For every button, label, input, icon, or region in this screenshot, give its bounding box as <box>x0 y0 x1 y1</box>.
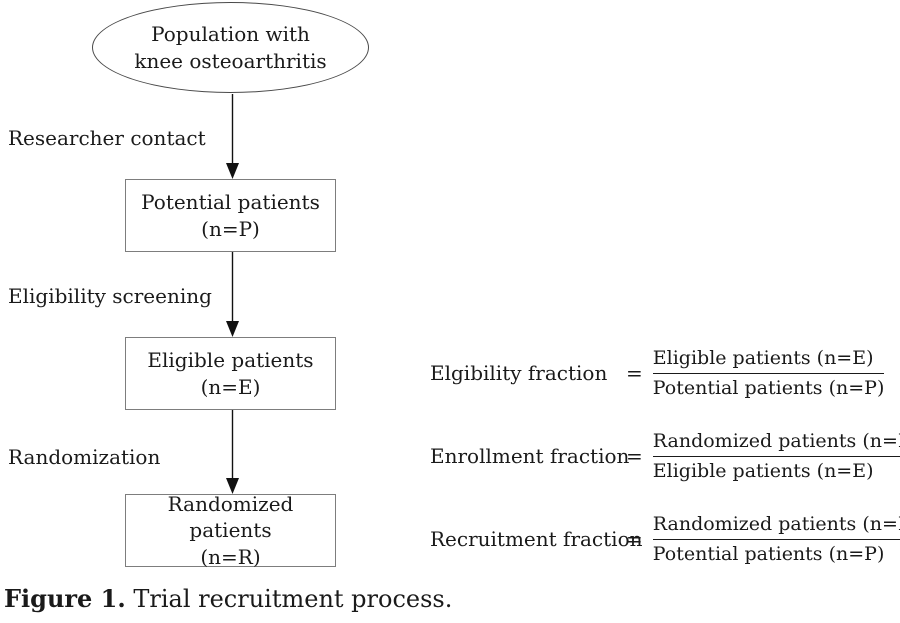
fraction-numerator: Eligible patients (n=E) <box>652 347 874 369</box>
equation-enrollment-fraction: Enrollment fraction = Randomized patient… <box>430 429 900 483</box>
figure-caption: Figure 1. Trial recruitment process. <box>4 584 452 613</box>
node-randomized-patients: Randomized patients (n=R) <box>125 491 336 569</box>
node-potential-patients-line1: Potential patients <box>141 190 320 215</box>
equals-sign: = <box>626 527 643 552</box>
equation-recruitment-fraction: Recruitment fraction = Randomized patien… <box>430 512 900 566</box>
node-potential-patients: Potential patients (n=P) <box>125 179 336 252</box>
fraction-numerator: Randomized patients (n=R) <box>652 513 900 535</box>
down-arrowhead-icon <box>226 163 239 179</box>
down-arrowhead-icon <box>226 478 239 494</box>
fraction-denominator: Eligible patients (n=E) <box>652 459 874 482</box>
fraction-denominator: Potential patients (n=P) <box>652 542 885 565</box>
edge-label-researcher-contact: Researcher contact <box>8 126 206 150</box>
equation-eligibility-fraction: Elgibility fraction = Eligible patients … <box>430 346 885 400</box>
fraction-bar <box>652 538 900 540</box>
node-potential-patients-line2: (n=P) <box>201 216 260 241</box>
fraction-denominator: Potential patients (n=P) <box>652 376 885 399</box>
equation-label: Elgibility fraction <box>430 361 608 386</box>
fraction-numerator: Randomized patients (n=R) <box>652 430 900 452</box>
flow-arrow-2 <box>226 252 239 337</box>
flow-arrow-3 <box>226 410 239 494</box>
node-population-line1: Population with <box>151 22 310 47</box>
node-randomized-patients-line1: Randomized patients <box>167 491 294 543</box>
node-population-line2: knee osteoarthritis <box>134 48 327 73</box>
fraction: Randomized patients (n=R) Potential pati… <box>652 512 900 566</box>
figure-caption-label: Figure 1. <box>4 584 126 613</box>
figure-caption-text: Trial recruitment process. <box>125 585 453 613</box>
equation-label: Recruitment fraction <box>430 527 643 552</box>
fraction: Randomized patients (n=R) Eligible patie… <box>652 429 900 483</box>
node-eligible-patients: Eligible patients (n=E) <box>125 337 336 410</box>
edge-label-eligibility-screening: Eligibility screening <box>8 284 212 308</box>
equals-sign: = <box>626 444 643 469</box>
node-eligible-patients-line1: Eligible patients <box>147 348 314 373</box>
fraction-bar <box>652 372 885 374</box>
edge-label-randomization: Randomization <box>8 445 161 469</box>
equation-label: Enrollment fraction <box>430 444 630 469</box>
fraction: Eligible patients (n=E) Potential patien… <box>652 346 885 400</box>
flow-arrow-1 <box>226 94 239 179</box>
node-population: Population with knee osteoarthritis <box>92 2 369 93</box>
equals-sign: = <box>626 361 643 386</box>
node-randomized-patients-line2: (n=R) <box>200 544 261 569</box>
fraction-bar <box>652 455 900 457</box>
down-arrowhead-icon <box>226 321 239 337</box>
node-eligible-patients-line2: (n=E) <box>200 374 261 399</box>
